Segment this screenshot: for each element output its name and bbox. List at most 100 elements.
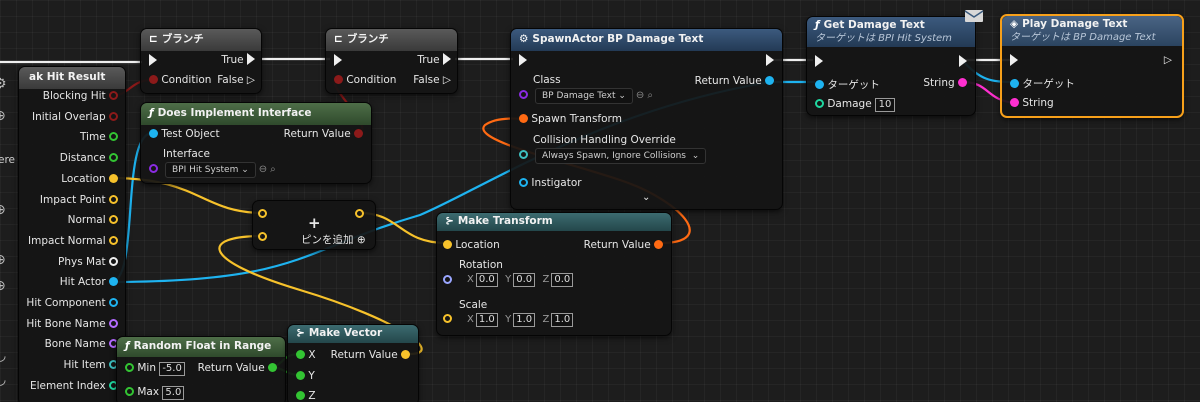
exec-out-pin[interactable]: ▷ <box>1163 54 1172 66</box>
vector-out-pin[interactable] <box>355 208 364 220</box>
collision-pin[interactable] <box>519 149 528 161</box>
pin-socket[interactable] <box>109 194 118 204</box>
break-hit-pin[interactable]: Hit Component <box>26 297 118 309</box>
add-pin-node[interactable]: + ピンを追加 ⊕ <box>252 200 376 250</box>
break-hit-pin[interactable]: Phys Mat <box>58 256 118 268</box>
pin-socket[interactable] <box>109 235 118 245</box>
interface-pin[interactable] <box>149 163 158 175</box>
break-hit-pin[interactable]: Bone Name <box>45 338 118 350</box>
node-title: Random Float in Range <box>133 340 272 352</box>
expand-chevron-icon[interactable]: ⌄ <box>642 192 651 203</box>
target-pin[interactable]: ターゲット <box>1010 76 1075 91</box>
scale-pin[interactable] <box>443 313 452 325</box>
break-hit-pin[interactable]: Initial Overlap <box>32 111 118 123</box>
y-pin[interactable]: Y <box>296 370 315 382</box>
true-pin[interactable]: True <box>417 53 451 66</box>
interface-dropdown[interactable]: BPI Hit System ⌄⊖⌕ <box>165 162 276 178</box>
string-out-pin[interactable]: String <box>923 77 967 89</box>
class-pin[interactable] <box>519 89 528 101</box>
pin-label: Time <box>79 131 106 144</box>
exec-in-pin[interactable] <box>519 54 527 67</box>
break-hit-pin[interactable]: Hit Actor <box>60 276 118 288</box>
break-hit-pin[interactable]: Time <box>80 131 118 143</box>
exec-in-pin[interactable] <box>1010 54 1018 67</box>
pin-socket[interactable] <box>109 91 118 100</box>
add-circle-icon[interactable]: ⊕ <box>0 108 6 124</box>
collapse-icon[interactable]: ◡ <box>0 348 7 364</box>
condition-pin[interactable]: Condition <box>334 74 396 86</box>
false-pin[interactable]: False ▷ <box>413 74 451 86</box>
class-dropdown[interactable]: BP Damage Text ⌄⊖⌕ <box>535 88 653 104</box>
true-pin[interactable]: True <box>221 53 255 66</box>
vector-in-pin-a[interactable] <box>258 208 267 220</box>
pin-label: Blocking Hit <box>42 90 106 102</box>
min-pin[interactable]: Min -5.0 <box>125 362 185 376</box>
break-hit-pin[interactable]: Element Index <box>30 380 118 392</box>
collapse-icon[interactable]: ◡ <box>0 372 7 388</box>
test-object-pin[interactable]: Test Object <box>149 128 220 140</box>
condition-pin[interactable]: Condition <box>149 74 211 86</box>
exec-in-pin[interactable] <box>149 54 157 67</box>
max-pin[interactable]: Max 5.0 <box>125 386 185 400</box>
pin-socket[interactable] <box>109 215 118 225</box>
spawn-transform-pin[interactable]: Spawn Transform <box>519 113 622 125</box>
node-title: ブランチ <box>346 33 389 45</box>
node-subtitle: ターゲットは BPI Hit System <box>815 33 952 44</box>
return-value-pin[interactable]: Return Value <box>695 75 774 87</box>
pin-socket[interactable] <box>109 318 118 328</box>
collision-dropdown[interactable]: Always Spawn, Ignore Collisions ⌄ <box>535 148 707 164</box>
pin-socket[interactable] <box>109 153 118 163</box>
return-value-pin[interactable]: Return Value <box>584 239 663 251</box>
branch-node-1[interactable]: ⊏ブランチ True Condition False ▷ <box>140 28 262 94</box>
pin-socket[interactable] <box>109 111 118 121</box>
add-circle-icon[interactable]: ⊕ <box>0 202 6 218</box>
pin-socket[interactable] <box>109 173 118 183</box>
break-hit-pin[interactable]: Hit Bone Name <box>26 318 118 330</box>
pin-socket[interactable] <box>109 256 118 266</box>
pin-socket[interactable] <box>109 298 118 307</box>
string-in-pin[interactable]: String <box>1010 97 1054 109</box>
exec-in-pin[interactable] <box>334 54 342 67</box>
pin-socket[interactable] <box>109 277 118 287</box>
return-value-pin[interactable]: Return Value <box>198 362 277 374</box>
add-pin-button[interactable]: ピンを追加 ⊕ <box>301 234 366 246</box>
location-pin[interactable]: Location <box>443 239 500 251</box>
exec-out-pin[interactable] <box>766 54 774 67</box>
x-pin[interactable]: X <box>296 349 316 361</box>
break-hit-pin[interactable]: Location <box>61 173 118 185</box>
add-circle-icon[interactable]: ⊕ <box>0 252 6 268</box>
node-title: ak Hit Result <box>29 71 106 83</box>
rotation-pin[interactable] <box>443 274 452 286</box>
add-circle-icon[interactable]: ⊕ <box>0 278 6 294</box>
damage-pin[interactable]: Damage 10 <box>815 98 895 112</box>
gear-icon[interactable]: ⚙ <box>0 76 7 92</box>
return-value-pin[interactable]: Return Value <box>331 349 410 361</box>
exec-out-pin[interactable] <box>959 55 967 68</box>
break-hit-pin[interactable]: Normal <box>68 214 118 226</box>
instigator-pin[interactable]: Instigator <box>519 177 582 189</box>
return-value-pin[interactable]: Return Value <box>284 128 363 140</box>
z-pin[interactable]: Z <box>296 390 316 402</box>
target-pin[interactable]: ターゲット <box>815 77 880 92</box>
break-hit-pin[interactable]: Impact Point <box>40 194 118 206</box>
vector-in-pin-b[interactable] <box>258 231 267 243</box>
break-hit-result-node[interactable]: ak Hit Result <box>18 66 126 402</box>
make-vector-node[interactable]: ⊱Make Vector X Return Value Y Z <box>287 324 419 402</box>
break-hit-pin[interactable]: Impact Normal <box>28 235 118 247</box>
branch-node-2[interactable]: ⊏ブランチ True Condition False ▷ <box>325 28 458 94</box>
break-hit-pin[interactable]: Hit Item <box>63 359 118 371</box>
exec-in-pin[interactable] <box>815 55 823 68</box>
max-field: 5.0 <box>162 386 185 400</box>
pin-socket[interactable] <box>109 132 118 142</box>
make-transform-node[interactable]: ⊱Make Transform Location Return Value Ro… <box>436 212 672 336</box>
spawn-actor-node[interactable]: ⚙SpawnActor BP Damage Text Class Return … <box>510 28 783 210</box>
break-hit-pin[interactable]: Distance <box>60 152 118 164</box>
false-pin[interactable]: False ▷ <box>217 74 255 86</box>
break-hit-pin[interactable]: Blocking Hit <box>43 90 118 102</box>
